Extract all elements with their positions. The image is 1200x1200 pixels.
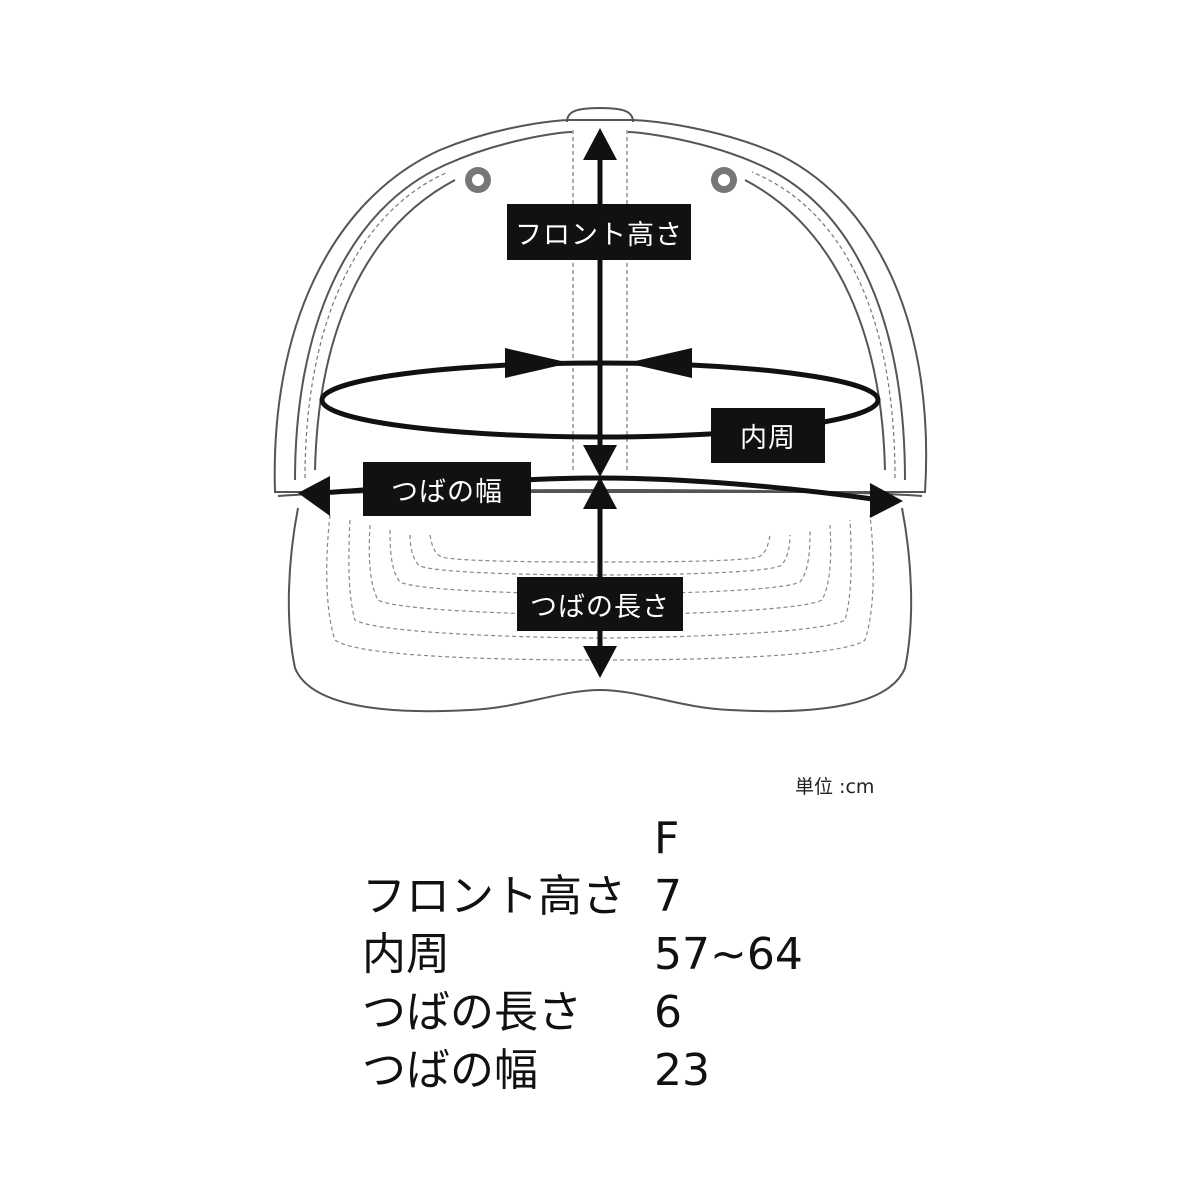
inner-circumference-label: 内周 (711, 408, 825, 463)
front-height-arrow-bottom (583, 445, 617, 477)
table-row: 内周 57~64 (362, 926, 854, 984)
brim-width-arrow-right (870, 483, 903, 518)
row-value: 57~64 (654, 929, 803, 980)
row-label: フロント高さ (362, 871, 626, 922)
brim-width-label: つばの幅 (363, 462, 531, 516)
table-row: フロント高さ 7 (362, 868, 854, 926)
unit-note: 単位 :cm (795, 776, 875, 798)
size-header: F (654, 813, 680, 864)
row-label: つばの長さ (362, 987, 582, 1038)
brim-length-arrow-bottom (583, 646, 617, 678)
row-value: 23 (654, 1045, 710, 1096)
eyelet-left (465, 167, 491, 193)
table-header-row: F (362, 810, 854, 868)
row-value: 7 (654, 871, 682, 922)
table-row: つばの長さ 6 (362, 984, 854, 1042)
row-label: 内周 (362, 929, 450, 980)
cap-illustration (273, 106, 928, 713)
brim-outline (287, 507, 913, 713)
crown-outline (273, 119, 928, 493)
brim-length-arrow-top (583, 477, 617, 509)
cap-measurement-diagram: フロント高さ 内周 つばの幅 つばの長さ (273, 106, 928, 713)
table-row: つばの幅 23 (362, 1042, 854, 1100)
front-height-arrow-top (583, 128, 617, 160)
eyelet-right (711, 167, 737, 193)
size-table: F フロント高さ 7 内周 57~64 つばの長さ 6 つばの幅 23 (362, 810, 854, 1100)
inner-circumference-arrow-right (627, 348, 692, 378)
row-value: 6 (654, 987, 682, 1038)
row-label: つばの幅 (362, 1045, 538, 1096)
brim-width-arrow-left (298, 476, 330, 516)
front-height-label: フロント高さ (507, 204, 691, 260)
inner-circumference-arrow-left (505, 348, 570, 378)
brim-length-label: つばの長さ (517, 577, 683, 631)
